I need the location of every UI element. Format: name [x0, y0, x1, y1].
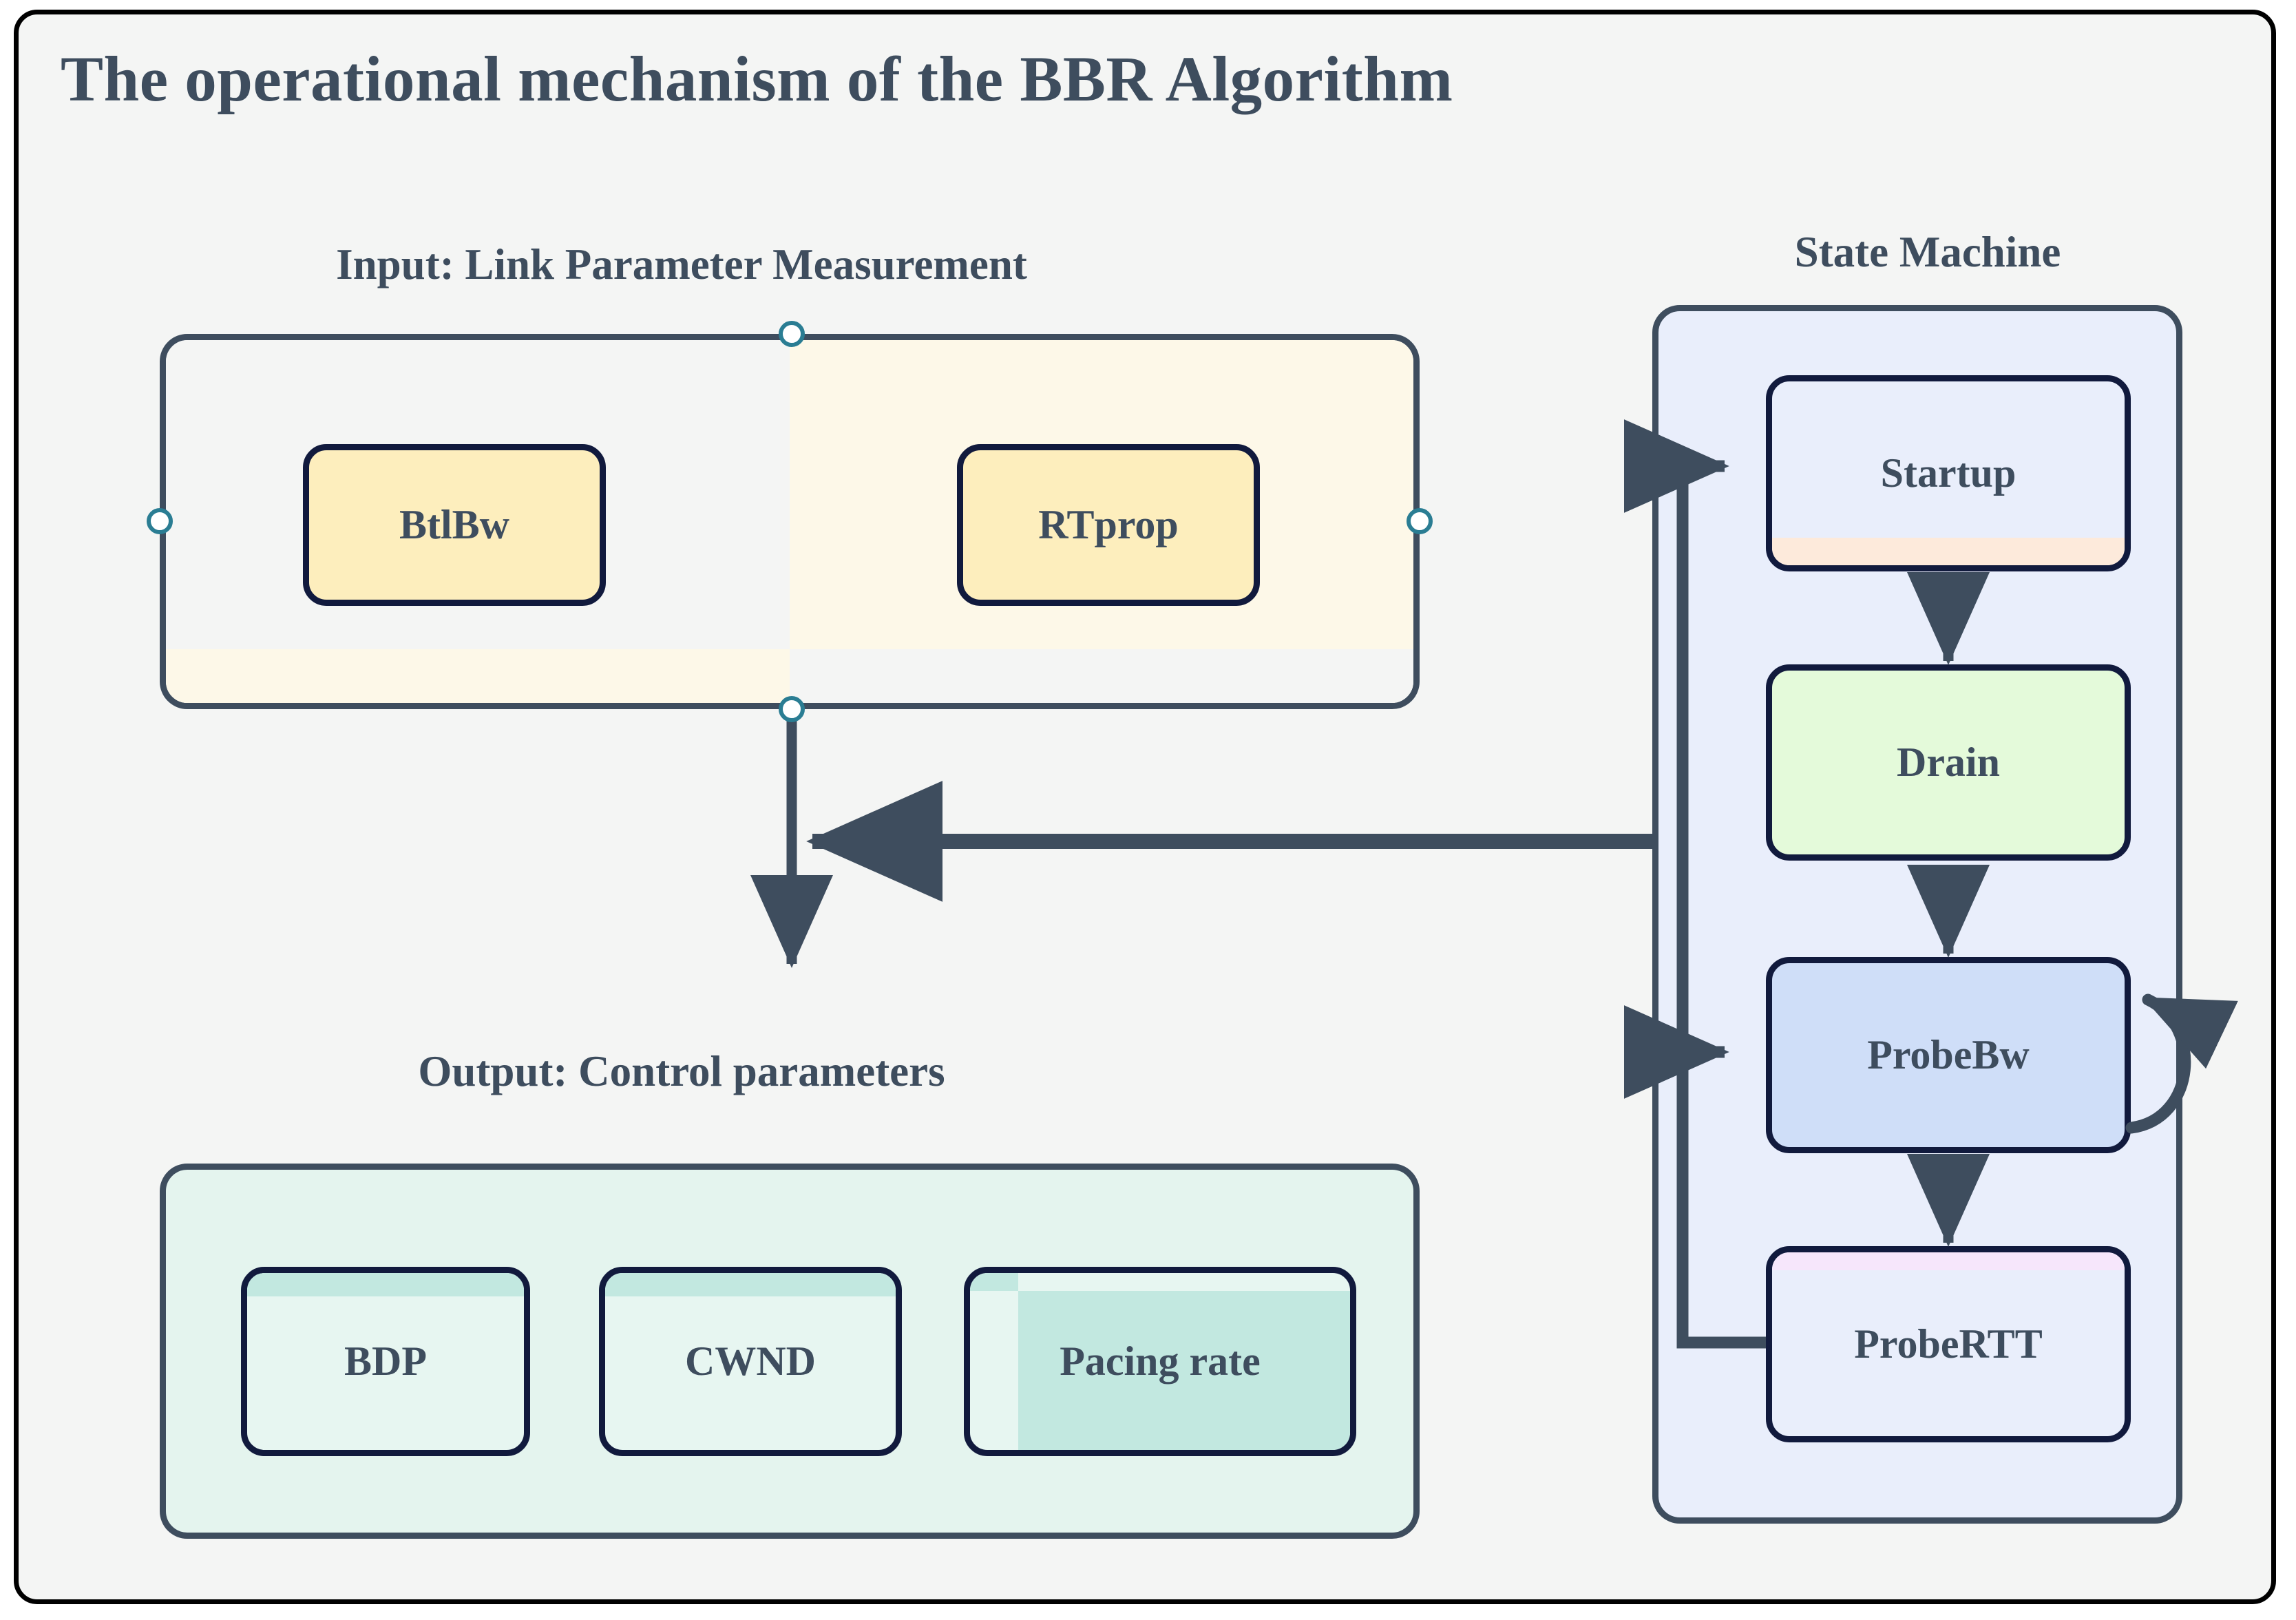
output-node-bdp-accent-band [247, 1273, 524, 1296]
state-node-probebw[interactable]: ProbeBw [1766, 957, 2131, 1153]
input-quadrant-bottom-right [790, 649, 1413, 703]
state-node-drain-label: Drain [1897, 739, 2000, 785]
state-machine-label: State Machine [1794, 228, 2061, 276]
output-node-pacing-rate-label: Pacing rate [1060, 1338, 1261, 1384]
output-node-cwnd-accent-band [605, 1273, 896, 1296]
input-quadrant-bottom-left [166, 649, 790, 703]
state-node-probertt-accent-band [1772, 1252, 2125, 1270]
output-node-pacing-rate-accent-fill [1018, 1291, 1350, 1450]
output-node-pacing-rate-corner-band [970, 1273, 1018, 1291]
output-node-pacing-rate[interactable]: Pacing rate [964, 1267, 1356, 1456]
page-title: The operational mechanism of the BBR Alg… [61, 44, 1453, 115]
input-node-rtprop[interactable]: RTprop [957, 444, 1260, 606]
input-handle-right[interactable] [1407, 508, 1433, 534]
input-section-label: Input: Link Parameter Measurement [336, 240, 1027, 288]
state-node-drain[interactable]: Drain [1766, 664, 2131, 861]
state-node-probertt[interactable]: ProbeRTT [1766, 1246, 2131, 1442]
input-node-btlbw[interactable]: BtlBw [303, 444, 606, 606]
output-section-label: Output: Control parameters [418, 1047, 945, 1095]
output-node-bdp-label: BDP [344, 1338, 427, 1384]
input-node-rtprop-label: RTprop [1038, 502, 1179, 547]
output-node-cwnd-label: CWND [685, 1338, 816, 1384]
state-node-startup-accent-band [1772, 538, 2125, 565]
output-node-bdp[interactable]: BDP [241, 1267, 530, 1456]
state-node-probertt-label: ProbeRTT [1854, 1321, 2043, 1367]
state-node-startup-label: Startup [1880, 450, 2016, 496]
input-handle-bottom[interactable] [779, 696, 805, 722]
state-node-probebw-label: ProbeBw [1867, 1032, 2030, 1077]
input-handle-left[interactable] [147, 508, 173, 534]
output-node-cwnd[interactable]: CWND [599, 1267, 902, 1456]
input-handle-top[interactable] [779, 321, 805, 347]
state-node-startup[interactable]: Startup [1766, 375, 2131, 571]
input-node-btlbw-label: BtlBw [399, 502, 510, 547]
